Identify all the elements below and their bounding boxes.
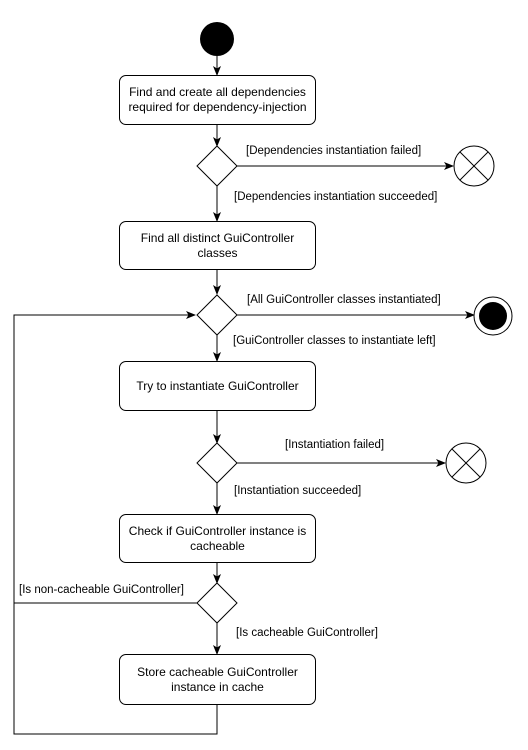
guard-all-instantiated: [All GuiController classes instantiated] — [247, 294, 441, 306]
decision-classes-left — [196, 294, 238, 336]
guard-classes-left: [GuiController classes to instantiate le… — [233, 335, 436, 347]
guard-deps-succeeded: [Dependencies instantiation succeeded] — [234, 191, 438, 203]
edge-decision4-loop-back — [13, 311, 197, 604]
activity-final-icon — [473, 296, 513, 336]
action-find-dependencies: Find and create all dependencies require… — [119, 75, 316, 125]
action-instantiate-guicontroller: Try to instantiate GuiController — [119, 361, 316, 411]
guard-inst-succeeded: [Instantiation succeeded] — [234, 485, 362, 497]
guard-cacheable: [Is cacheable GuiController] — [236, 627, 378, 639]
initial-node — [200, 22, 234, 56]
decision-dependencies — [196, 145, 238, 187]
action-find-guicontroller-classes: Find all distinct GuiController classes — [119, 221, 316, 270]
guard-non-cacheable: [Is non-cacheable GuiController] — [19, 584, 184, 596]
edge-action5-loop-back — [13, 603, 218, 735]
decision-cacheable — [196, 582, 238, 624]
guard-inst-failed: [Instantiation failed] — [285, 439, 385, 451]
action-store-in-cache: Store cacheable GuiController instance i… — [119, 654, 316, 705]
decision-instantiation — [196, 442, 238, 484]
action-check-cacheable: Check if GuiController instance is cache… — [119, 514, 316, 563]
guard-deps-failed: [Dependencies instantiation failed] — [246, 145, 422, 157]
flow-final-icon — [453, 145, 495, 187]
flow-final-icon — [445, 442, 487, 484]
